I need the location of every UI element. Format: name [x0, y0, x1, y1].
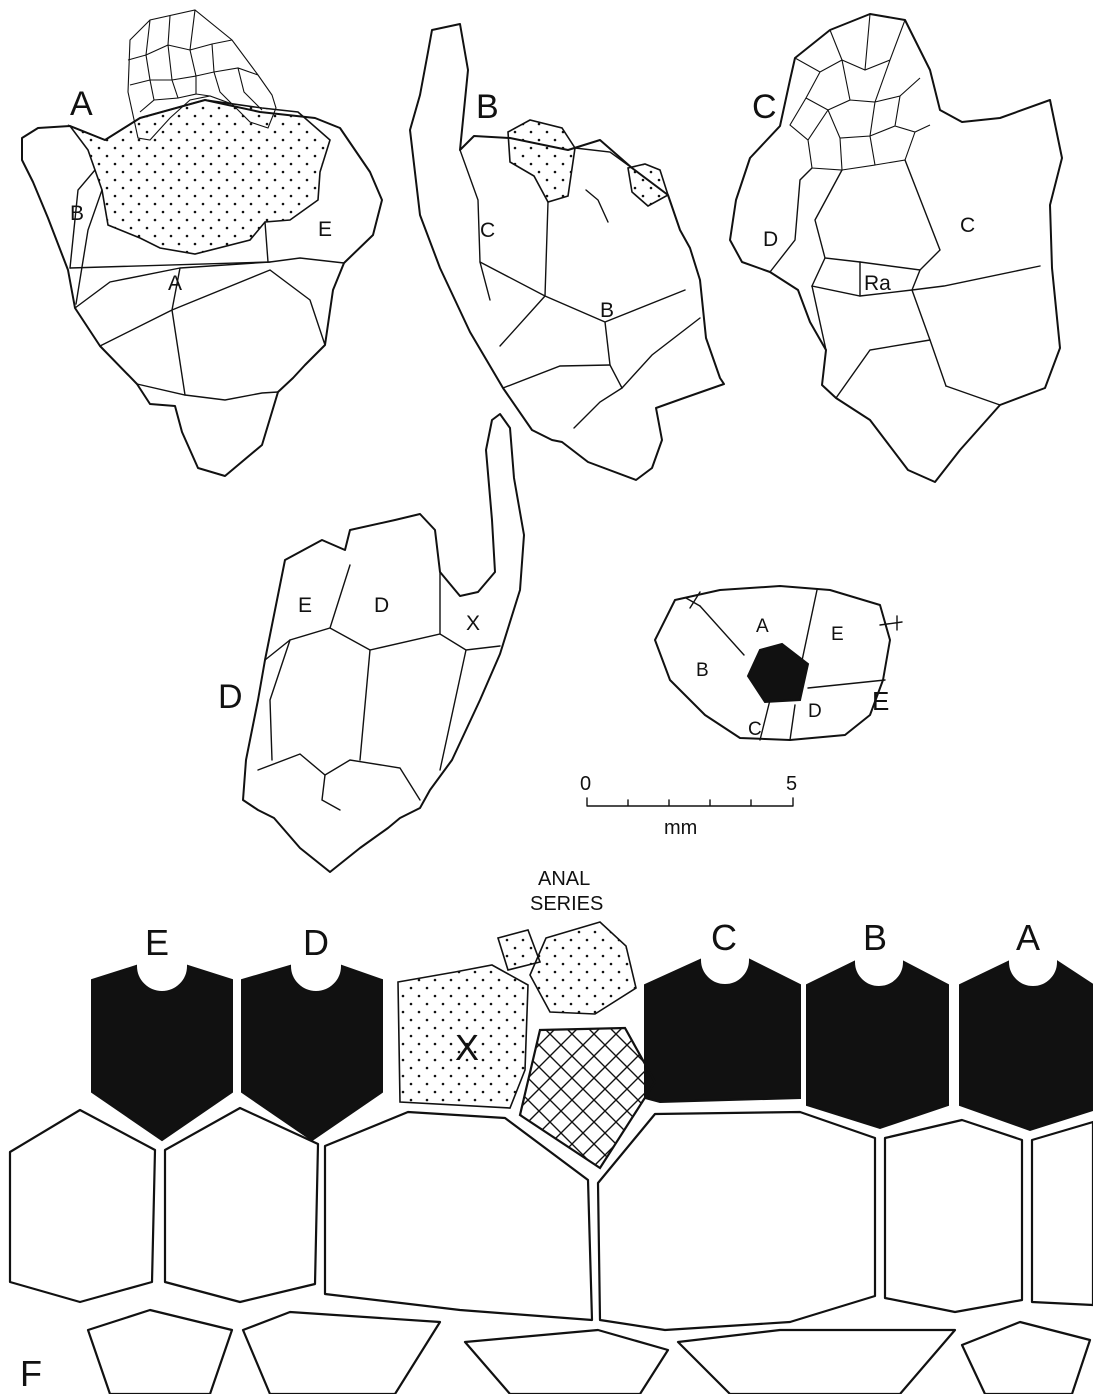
bottom-plate-3 — [465, 1330, 668, 1394]
figure-b-stippled-2 — [628, 164, 668, 206]
radial-plate-e — [92, 966, 232, 1140]
radial-label-c: C — [711, 917, 737, 958]
figure-c-label: C — [752, 88, 777, 126]
scale-bar-line — [587, 798, 793, 806]
figure-a-label: A — [70, 85, 93, 123]
scale-bar-end: 5 — [786, 773, 797, 795]
radial-label-e: E — [145, 922, 169, 963]
figure-c-crown — [790, 14, 930, 170]
basal-center-plate — [748, 644, 808, 702]
figure-f-label: F — [20, 1353, 42, 1394]
basal-plate-d: D — [808, 701, 822, 722]
radial-label-d: D — [303, 922, 329, 963]
bottom-plate-4 — [678, 1330, 955, 1394]
figure-b-plate-c: C — [480, 219, 495, 242]
figure-d-plate-x: X — [466, 612, 480, 635]
figure-d-plate-e: E — [298, 594, 312, 617]
anal-series-label-line2: SERIES — [530, 893, 603, 915]
anal-series-small-plate — [498, 930, 540, 970]
bottom-plate-2 — [243, 1312, 440, 1394]
figure-c-outline — [730, 14, 1062, 482]
scale-bar-unit: mm — [664, 817, 697, 839]
lower-plate-6 — [1032, 1122, 1093, 1305]
figure-b-plate-b: B — [600, 299, 614, 322]
lower-plate-3 — [325, 1112, 592, 1320]
radial-plate-b — [807, 962, 948, 1128]
figure-a-plate-a: A — [168, 272, 182, 295]
basal-outer-label-e: E — [872, 686, 889, 716]
figure-a: A B E A — [22, 10, 382, 476]
anal-series-upper-plate — [530, 922, 636, 1014]
scale-bar-start: 0 — [580, 773, 591, 795]
basal-plate-e: E — [831, 624, 844, 645]
figure-c-plate-ra: Ra — [864, 272, 891, 295]
figure-d-plate-d: D — [374, 594, 389, 617]
basal-plate-b: B — [696, 660, 709, 681]
radial-plate-d — [242, 966, 382, 1140]
lower-plate-4 — [598, 1112, 875, 1330]
basal-plate-c: C — [748, 719, 762, 740]
lower-plate-5 — [885, 1120, 1022, 1312]
figure-d: D E D X — [218, 414, 524, 872]
figure-f: E D C B A X ANAL SERIES F — [10, 868, 1093, 1394]
radial-plate-c — [645, 960, 800, 1102]
scale-bar: 0 5 mm — [580, 773, 797, 839]
lower-plate-1 — [10, 1110, 155, 1302]
figure-b-stippled-1 — [508, 120, 575, 202]
bottom-plate-1 — [88, 1310, 232, 1394]
radial-label-a: A — [1016, 917, 1040, 958]
figure-c-plate-d: D — [763, 228, 778, 251]
anal-series-label-line1: ANAL — [538, 868, 590, 890]
basal-view: A E B D C E — [655, 586, 902, 740]
figure-c: C D C Ra — [730, 14, 1062, 482]
figure-c-plate-c: C — [960, 214, 975, 237]
anal-plate-x-label: X — [455, 1027, 479, 1068]
radial-plate-a — [960, 962, 1093, 1130]
figure-b-label: B — [476, 88, 499, 126]
figure-b: B C B — [410, 24, 724, 480]
figure-a-plate-b: B — [70, 202, 84, 225]
figure-a-plate-e: E — [318, 218, 332, 241]
figure-d-label: D — [218, 678, 243, 716]
lower-plate-2 — [165, 1108, 318, 1302]
basal-plate-a: A — [756, 616, 769, 637]
radial-label-b: B — [863, 917, 887, 958]
bottom-plate-5 — [962, 1322, 1090, 1394]
figure-a-stippled-region — [70, 100, 330, 254]
figure-b-outline — [410, 24, 724, 480]
